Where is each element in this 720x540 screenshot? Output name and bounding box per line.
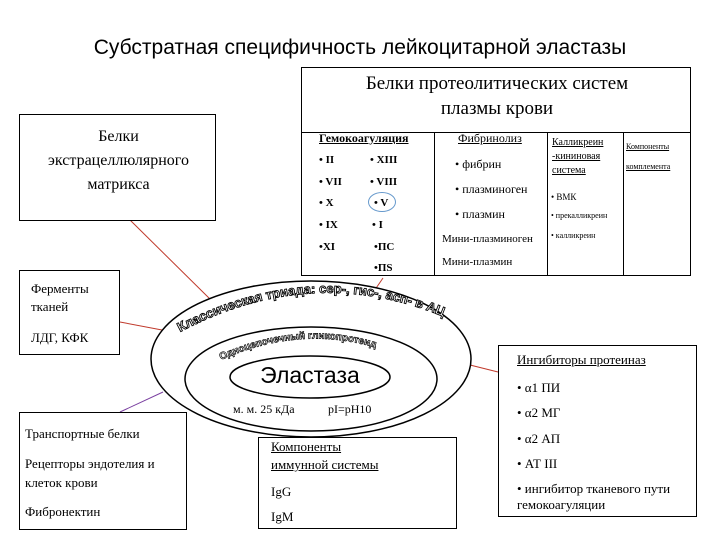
inhibitor-a2mg: • α2 МГ	[517, 405, 561, 420]
transport-proteins-box: Транспортные белки Рецепторы эндотелия и…	[19, 412, 187, 530]
coag-factor-ix: • IX	[319, 219, 338, 231]
coag-factor-x: • X	[319, 197, 334, 209]
coag-factor-xi: •XI	[319, 241, 336, 253]
coag-factor-xiii: • XIII	[370, 154, 398, 166]
proteolytic-systems-box: Белки протеолитических систем плазмы кро…	[301, 67, 691, 276]
transport-line-3: клеток крови	[25, 475, 98, 490]
transport-line-4: Фибронектин	[25, 504, 101, 519]
immune-line-1: Компоненты	[271, 439, 342, 454]
inhibitor-a2ap: • α2 АП	[517, 431, 561, 446]
molecular-mass: м. м. 25 кДа	[233, 402, 295, 416]
connector-enzymes	[119, 321, 163, 331]
kallikrein-header-2: -кининовая	[552, 151, 601, 162]
immune-line-3: IgG	[271, 484, 292, 499]
divider-coag-fibrin	[434, 132, 435, 275]
coag-factor-i: • I	[372, 219, 383, 231]
kallikrein-header-3: система	[552, 165, 586, 176]
enzymes-line-1: Ферменты	[31, 281, 89, 296]
kallikrein-item-kallikrein: • калликреин	[551, 231, 596, 240]
inhibitor-at3: • АТ III	[517, 456, 558, 471]
coag-factor-vii: • VII	[319, 176, 342, 188]
transport-line-1: Транспортные белки	[25, 426, 140, 441]
fibrin-item-fibrin: • фибрин	[455, 157, 502, 171]
inhibitor-a1pi: • α1 ПИ	[517, 380, 561, 395]
fibrin-mini-plasminogen: Мини-плазминоген	[442, 233, 533, 245]
transport-line-2: Рецепторы эндотелия и	[25, 456, 155, 471]
inner-ellipse	[229, 355, 391, 399]
fibrin-item-plasminogen: • плазминоген	[455, 182, 528, 196]
isoelectric-point: pI=pH10	[328, 402, 372, 416]
proteolytic-title-1: Белки протеолитических систем	[365, 73, 629, 94]
coag-factor-ii: • II	[319, 154, 335, 166]
connector-transport	[119, 391, 164, 413]
divider-kallikrein-complement	[623, 132, 624, 275]
page-title: Субстратная специфичность лейкоцитарной …	[93, 36, 627, 59]
ecm-line-3: матрикса	[87, 176, 150, 193]
fibrin-item-plasmin: • плазмин	[455, 207, 505, 221]
coag-protein-s: •ПS	[374, 262, 393, 274]
immune-line-4: IgM	[271, 509, 294, 524]
complement-header-2: комплемента	[626, 162, 671, 171]
coag-factor-viii: • VIII	[370, 176, 398, 188]
complement-header-1: Компоненты	[626, 142, 670, 151]
divider-fibrin-kallikrein	[547, 132, 548, 275]
kallikrein-item-hmwk: • ВМК	[551, 192, 577, 202]
immune-components-box: Компоненты иммунной системы IgG IgM	[258, 437, 457, 529]
inhibitor-tfpi-1: • ингибитор тканевого пути	[517, 481, 671, 496]
kallikrein-header-1: Калликреин	[552, 137, 604, 148]
connector-inhibitors	[465, 363, 499, 373]
factor-v-highlight	[368, 192, 396, 212]
tissue-enzymes-box: Ферменты тканей ЛДГ, КФК	[19, 270, 120, 355]
elastase-label: Эластаза	[260, 362, 360, 388]
connector-ecm	[129, 219, 214, 303]
coag-factor-v: • V	[374, 197, 389, 209]
immune-line-2: иммунной системы	[271, 457, 379, 472]
coag-header: Гемокоагуляция	[319, 131, 409, 145]
coag-protein-c: •ПС	[374, 241, 395, 253]
ecm-line-1: Белки	[98, 128, 139, 145]
enzymes-line-3: ЛДГ, КФК	[31, 330, 89, 345]
ecm-line-2: экстрацеллюлярного	[48, 152, 189, 169]
proteolytic-title-2: плазмы крови	[440, 98, 554, 119]
ecm-box: Белки экстрацеллюлярного матрикса	[19, 114, 216, 221]
inhibitor-tfpi-2: гемокоагуляции	[517, 497, 606, 512]
fibrin-mini-plasmin: Мини-плазмин	[442, 256, 513, 268]
fibrin-header: Фибринолиз	[458, 131, 522, 145]
inhibitors-header: Ингибиторы протеиназ	[517, 352, 646, 367]
enzymes-line-2: тканей	[31, 299, 69, 314]
proteinase-inhibitors-box: Ингибиторы протеиназ • α1 ПИ • α2 МГ • α…	[498, 345, 697, 517]
proteolytic-header-rule	[301, 132, 691, 133]
kallikrein-item-prekallikrein: • прекалликреин	[551, 211, 608, 220]
